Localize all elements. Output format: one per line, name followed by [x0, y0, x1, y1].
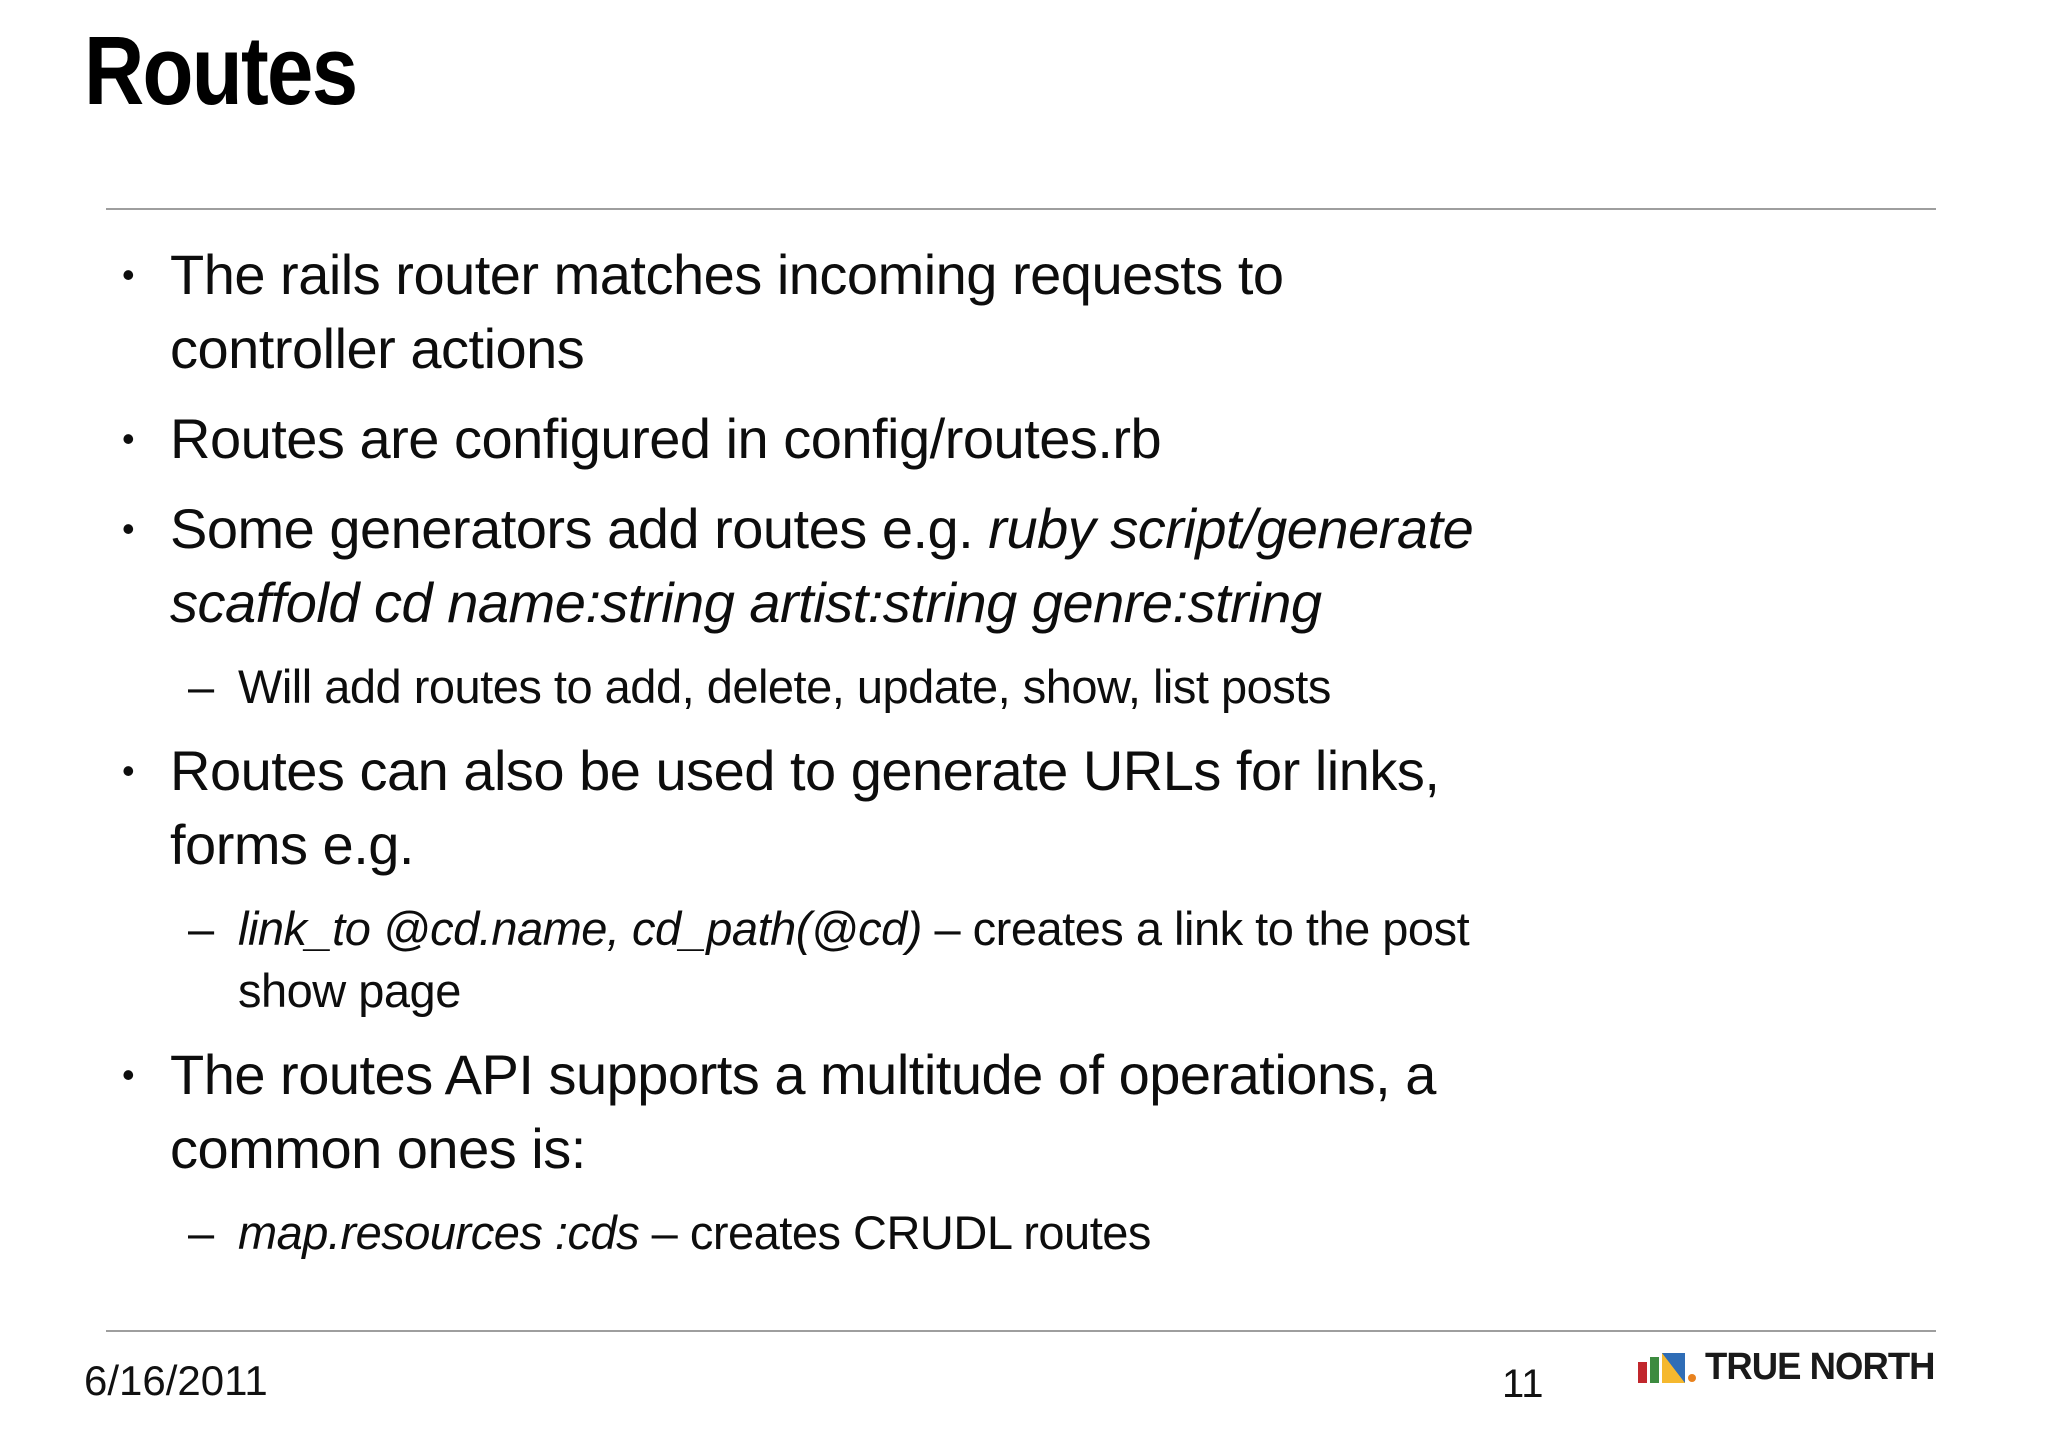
bullet-text: Some generators add routes e.g. ruby scr… — [170, 497, 1474, 634]
bullet-text: Routes are configured in config/routes.r… — [170, 407, 1162, 470]
logo-green-bar-icon — [1649, 1357, 1659, 1384]
logo-red-bar-icon — [1637, 1362, 1647, 1384]
sub-bullet-item: –link_to @cd.name, cd_path(@cd) – create… — [84, 898, 1960, 1022]
bullet-dot-marker: • — [122, 418, 135, 459]
bullet-dot-marker: • — [122, 508, 135, 549]
logo-text: TRUE NORTH — [1704, 1346, 1936, 1388]
true-north-logo-icon — [1637, 1353, 1696, 1384]
bullet-item: • Routes can also be used to generate URL… — [84, 734, 1960, 882]
dash-marker: – — [188, 660, 214, 713]
dash-marker: – — [188, 1206, 214, 1259]
title-divider — [106, 208, 1936, 210]
bullet-item: • Routes are configured in config/routes.… — [84, 402, 1960, 476]
bullet-text: Routes can also be used to generate URLs… — [170, 739, 1440, 876]
dash-marker: – — [188, 902, 214, 955]
logo-orange-dot-icon — [1687, 1374, 1696, 1383]
sub-bullet-item: –map.resources :cds – creates CRUDL rout… — [84, 1202, 1960, 1264]
bullet-text: The routes API supports a multitude of o… — [170, 1043, 1436, 1180]
bullet-text: map.resources :cds – creates CRUDL route… — [238, 1206, 1151, 1259]
bullet-dot-marker: • — [122, 1054, 135, 1095]
bullet-item: • The rails router matches incoming reque… — [84, 238, 1960, 386]
bullet-text: Will add routes to add, delete, update, … — [238, 660, 1331, 713]
bullet-text: The rails router matches incoming reques… — [170, 243, 1284, 380]
true-north-logo: TRUE NORTH — [1637, 1346, 1944, 1388]
page-number: 11 — [1502, 1362, 1544, 1406]
footer-divider — [106, 1330, 1936, 1332]
sub-bullet-item: –Will add routes to add, delete, update,… — [84, 656, 1960, 718]
bullet-dot-marker: • — [122, 254, 135, 295]
logo-blue-yellow-triangle-icon — [1661, 1353, 1685, 1384]
bullet-dot-marker: • — [122, 750, 135, 791]
slide-title: Routes — [84, 16, 358, 125]
bullet-text: link_to @cd.name, cd_path(@cd) – creates… — [238, 902, 1470, 1017]
bullet-item: • Some generators add routes e.g. ruby sc… — [84, 492, 1960, 640]
bullet-item: • The routes API supports a multitude of … — [84, 1038, 1960, 1186]
bullet-list: • The rails router matches incoming reque… — [84, 238, 1960, 1280]
footer-date: 6/16/2011 — [84, 1357, 268, 1404]
